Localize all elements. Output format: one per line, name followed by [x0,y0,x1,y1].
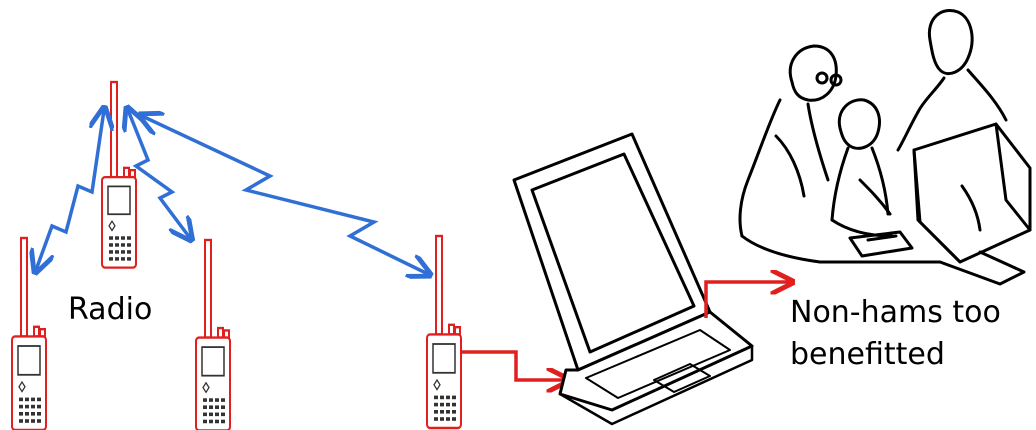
wireless-link-long [142,116,428,274]
radio-label: Radio [68,292,152,327]
wireless-link-middle [128,110,190,238]
users-label: Non-hams too benefitted [790,292,1001,376]
radio-right-icon [427,236,461,428]
users-label-line-1: Non-hams too [790,292,1001,334]
radio-left-icon [12,238,46,430]
users-label-line-2: benefitted [790,334,1001,376]
cable-radio-to-laptop [462,352,566,380]
cable-laptop-to-users [706,282,790,318]
radio-middle-icon [196,240,230,430]
wireless-link-left [36,110,104,270]
people-at-computer-icon [740,10,1030,284]
radio-center-icon [102,82,136,268]
